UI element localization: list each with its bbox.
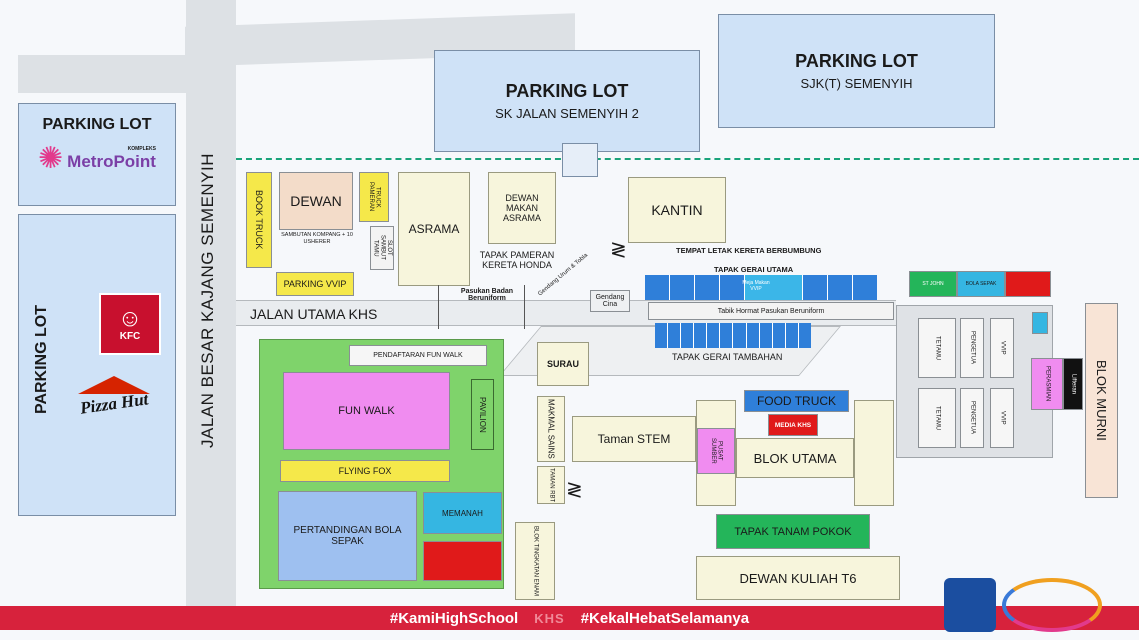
colonel-icon: ☺: [117, 304, 143, 332]
road-marker-1: [438, 285, 439, 329]
flying-fox: FLYING FOX: [280, 460, 450, 482]
tapak-gerai-utama-label: TAPAK GERAI UTAMA: [714, 265, 794, 274]
memanah: MEMANAH: [423, 492, 502, 534]
sambutan-note: SAMBUTAN KOMPANG + 10 USHERER: [281, 232, 353, 245]
pusat-sumber: PUSAT SUMBER: [697, 428, 735, 474]
blok-murni: BLOK MURNI: [1085, 303, 1118, 498]
small-blue-box: [1032, 312, 1048, 334]
dewan: DEWAN: [279, 172, 353, 230]
blok-utama-right-wing: [854, 400, 894, 506]
pasukan-beruniform-label: Pasukan Badan Beruniform: [460, 288, 514, 302]
stall-row-main: [645, 275, 878, 300]
lifteran: Lifteran: [1063, 358, 1083, 410]
lot-title: PARKING LOT: [33, 305, 50, 415]
pizzahut-logo: Pizza Hut: [73, 365, 155, 425]
pavilion: PAVILION: [471, 379, 494, 450]
metropoint-kompleks: KOMPLEKS: [127, 146, 156, 152]
vvip-1: VVIP: [990, 318, 1014, 378]
pizzahut-roof-icon: [78, 376, 150, 394]
lot-title: PARKING LOT: [42, 116, 152, 133]
pendaftaran-fun-walk: PENDAFTARAN FUN WALK: [349, 345, 487, 366]
parking-lot-kfc-pizzahut: PARKING LOT ☺ KFC Pizza Hut: [18, 214, 176, 516]
tapak-pameran-honda: TAPAK PAMERAN KERETA HONDA: [479, 250, 555, 270]
road-vertical: [186, 0, 236, 606]
dewan-makan-asrama: DEWAN MAKAN ASRAMA: [488, 172, 556, 244]
asrama: ASRAMA: [398, 172, 470, 286]
kfc-text: KFC: [119, 330, 141, 342]
tetamu-2: TETAMU: [918, 388, 956, 448]
lot-subtitle: SJK(T) SEMENYIH: [800, 76, 913, 91]
road-label-jalan-utama: JALAN UTAMA KHS: [250, 306, 378, 322]
food-truck: FOOD TRUCK: [744, 390, 849, 412]
zigzag-icon-2: ≷: [566, 479, 583, 501]
dewan-kuliah-t6: DEWAN KULIAH T6: [696, 556, 900, 600]
pengetua-1: PENGETUA: [960, 318, 984, 378]
boundary-line: [236, 158, 1139, 160]
metropoint-sun-icon: ✺: [38, 142, 64, 175]
parking-lot-sjkt-semenyih: PARKING LOT SJK(T) SEMENYIH: [718, 14, 995, 128]
hashtag-kami-high-school: #KamiHighSchool: [389, 609, 519, 627]
pertandingan-bola-sepak: PERTANDINGAN BOLA SEPAK: [278, 491, 417, 581]
taman-rbt: TAMAN RBT: [537, 466, 565, 504]
media-khs: MEDIA KHS: [768, 414, 818, 436]
perasmian: PERASMIAN: [1031, 358, 1063, 410]
vvip-2: VVIP: [990, 388, 1014, 448]
metropoint-name: MetroPoint: [67, 152, 156, 171]
gendang-cina: Gendang Cina: [590, 290, 630, 312]
zigzag-icon-1: ≷: [610, 239, 627, 261]
red-booth: [1005, 271, 1051, 297]
fun-walk: FUN WALK: [283, 372, 450, 450]
st-john: ST JOHN: [909, 271, 957, 297]
tabik-hormat: Tabik Hormat Pasukan Beruniform: [648, 302, 894, 320]
red-zone: [423, 541, 502, 581]
kantin: KANTIN: [628, 177, 726, 243]
book-truck: BOOK TRUCK: [246, 172, 272, 268]
hashtag-kekal-hebat: #KekalHebatSelamanya: [580, 609, 750, 627]
stall-row-tambahan: [655, 323, 811, 348]
gate: [562, 143, 598, 177]
makmal-sains: MAKMAL SAINS: [537, 396, 565, 462]
anniversary-logo-icon: [1002, 578, 1102, 632]
khs-mark: KHS: [534, 610, 565, 626]
lot-title: PARKING LOT: [795, 51, 918, 71]
slot-sambut-tamu: SLOT SAMBUT TAMU: [370, 226, 394, 270]
parking-lot-sk-jalan-semenyih: PARKING LOT SK JALAN SEMENYIH 2: [434, 50, 700, 152]
road-label-kajang-semenyih: JALAN BESAR KAJANG SEMENYIH: [198, 152, 217, 448]
tempat-letak-label: TEMPAT LETAK KERETA BERBUMBUNG: [676, 246, 822, 255]
tapak-tanam-pokok: TAPAK TANAM POKOK: [716, 514, 870, 549]
school-logo-icon: [944, 578, 996, 632]
tetamu-1: TETAMU: [918, 318, 956, 378]
metropoint-logo: ✺ KOMPLEKS MetroPoint: [38, 144, 156, 174]
tapak-gerai-tambahan-label: TAPAK GERAI TAMBAHAN: [672, 352, 783, 362]
truck-pameran: TRUCK PAMERAN: [359, 172, 389, 222]
pengetua-2: PENGETUA: [960, 388, 984, 448]
parking-vvip: PARKING VVIP: [276, 272, 354, 296]
meja-makan-vvip: Meja Makan VVIP: [742, 280, 770, 292]
kfc-logo: ☺ KFC: [99, 293, 161, 355]
taman-stem: Taman STEM: [572, 416, 696, 462]
road-marker-2: [524, 285, 525, 329]
blok-tingkatan-enam: BLOK TINGKATAN ENAM: [515, 522, 555, 600]
blok-utama: BLOK UTAMA: [736, 438, 854, 478]
lot-title: PARKING LOT: [505, 81, 629, 101]
surau: SURAU: [537, 342, 589, 386]
lot-subtitle: SK JALAN SEMENYIH 2: [495, 106, 639, 121]
bola-sepak-booth: BOLA SEPAK: [957, 271, 1005, 297]
parking-lot-metropoint: PARKING LOT ✺ KOMPLEKS MetroPoint: [18, 103, 176, 206]
